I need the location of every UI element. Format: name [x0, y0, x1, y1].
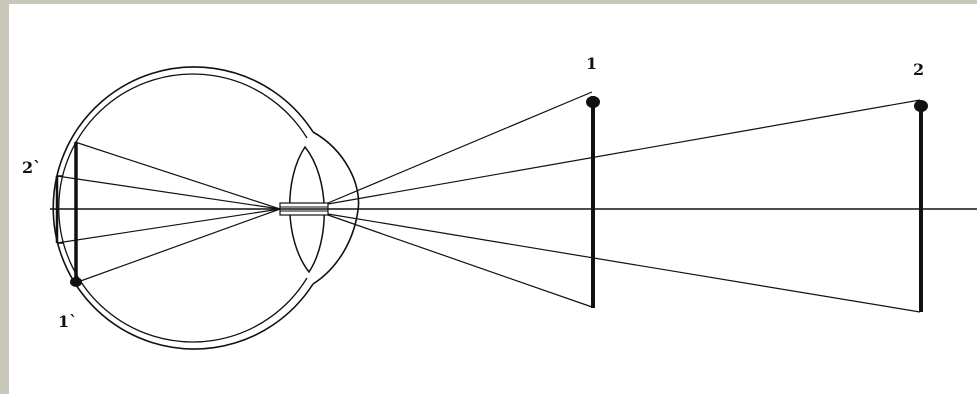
label-image-2: 2` — [22, 158, 41, 177]
ray-2-bottom-outer — [328, 214, 920, 312]
object-1-arrowhead — [586, 96, 600, 108]
ray-1-bottom-outer — [328, 215, 592, 307]
ray-2-top-outer — [328, 100, 920, 204]
ray-1-top-inner — [75, 142, 280, 209]
object-2-arrowhead — [914, 100, 928, 112]
ray-1-bottom-inner — [75, 209, 280, 283]
ray-1-top-outer — [328, 92, 592, 203]
label-object-2: 2 — [913, 60, 924, 79]
image-1-arrowhead — [70, 277, 82, 287]
ray-2-top-inner — [57, 176, 280, 209]
label-image-1: 1` — [58, 312, 77, 331]
label-object-1: 1 — [586, 54, 597, 73]
ray-2-bottom-inner — [57, 209, 280, 243]
